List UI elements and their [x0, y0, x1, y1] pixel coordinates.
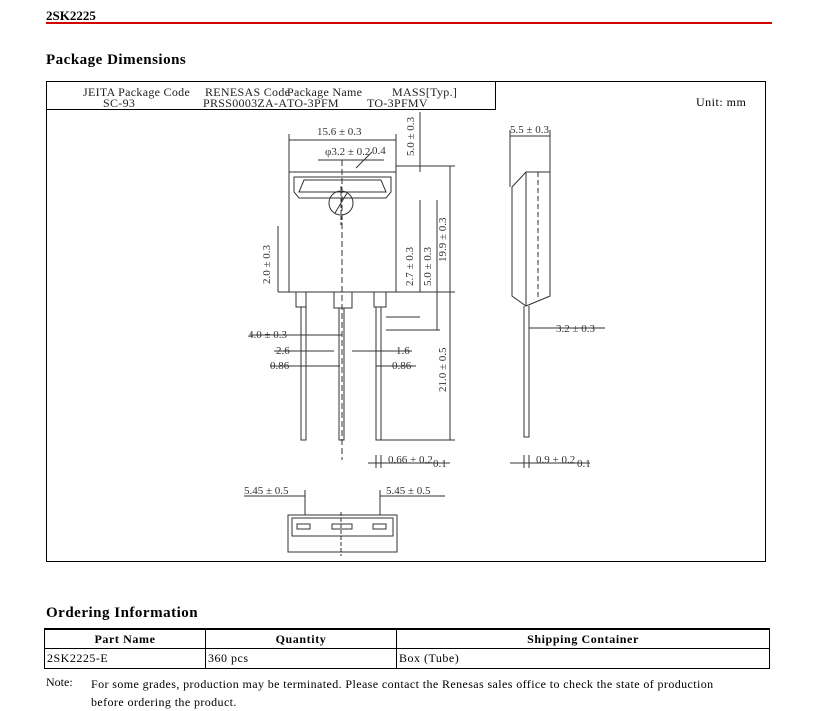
- cell-quantity: 360 pcs: [205, 648, 397, 669]
- jeita-header-2: Package Name: [287, 85, 363, 99]
- jeita-value-3: TO-3PFMV: [367, 96, 428, 110]
- jeita-header-1: RENESAS Code: [205, 85, 291, 99]
- jeita-table: JEITA Package Code RENESAS Code Package …: [47, 82, 496, 110]
- dim-width: 15.6 ± 0.3: [317, 126, 362, 138]
- dim-thickness: 5.5 ± 0.3: [510, 124, 550, 136]
- dim-tab-h: 2.0 ± 0.3: [261, 244, 273, 284]
- ordering-info-title: Ordering Information: [46, 605, 199, 621]
- dim-1-6: 1.6: [396, 345, 410, 357]
- ordering-table: Part Name Quantity Shipping Container 2S…: [44, 628, 770, 669]
- col-part-name: Part Name: [44, 628, 206, 649]
- dim-lead-w: 4.0 ± 0.3: [248, 329, 288, 341]
- jeita-header-0: JEITA Package Code: [83, 85, 191, 99]
- package-drawing-box: JEITA Package Code RENESAS Code Package …: [46, 81, 766, 562]
- col-shipping: Shipping Container: [396, 628, 770, 649]
- jeita-header-3: MASS[Typ.]: [392, 85, 458, 99]
- note-text: For some grades, production may be termi…: [91, 677, 714, 709]
- jeita-value-2: TO-3PFM: [287, 96, 339, 110]
- dim-pitch-left: 5.45 ± 0.5: [244, 485, 289, 497]
- dim-lead-len: 21.0 ± 0.5: [437, 347, 449, 392]
- dim-0-9: 0.9 + 0.2: [536, 454, 575, 466]
- cell-part-name: 2SK2225-E: [44, 648, 206, 669]
- dim-hole: φ3.2 ± 0.2: [325, 146, 370, 158]
- dim-side: 3.2 ± 0.3: [556, 323, 596, 335]
- dim-step-h: 2.7 ± 0.3: [404, 246, 416, 286]
- dim-height: 19.9 ± 0.3: [437, 217, 449, 262]
- table-row: 2SK2225-E 360 pcs Box (Tube): [44, 648, 770, 669]
- cell-shipping: Box (Tube): [396, 648, 770, 669]
- dim-step-h2: 5.0 ± 0.3: [422, 246, 434, 286]
- package-dimensions-title: Package Dimensions: [46, 52, 187, 68]
- unit-label: Unit: mm: [696, 95, 747, 109]
- dim-0-86-right: 0.86: [392, 360, 412, 372]
- col-quantity: Quantity: [205, 628, 397, 649]
- dim-0-9-tol: − 0.1: [568, 458, 591, 470]
- dim-top-h: 5.0 ± 0.3: [405, 116, 417, 156]
- header-rule: [46, 22, 772, 24]
- dim-0-86-left: 0.86: [270, 360, 290, 372]
- dim-2-6: 2.6: [276, 345, 290, 357]
- dim-0-66: 0.66 + 0.2: [388, 454, 433, 466]
- jeita-value-1: PRSS0003ZA-A: [203, 96, 288, 110]
- part-number-header: 2SK2225: [46, 8, 96, 23]
- jeita-value-0: SC-93: [103, 96, 136, 110]
- dim-0-66-tol: − 0.1: [424, 458, 447, 470]
- note-label: Note:: [46, 675, 73, 689]
- dim-pitch-right: 5.45 ± 0.5: [386, 485, 431, 497]
- ordering-header-row: Part Name Quantity Shipping Container: [44, 628, 770, 649]
- dim-hole-tol: 0.4: [372, 145, 386, 157]
